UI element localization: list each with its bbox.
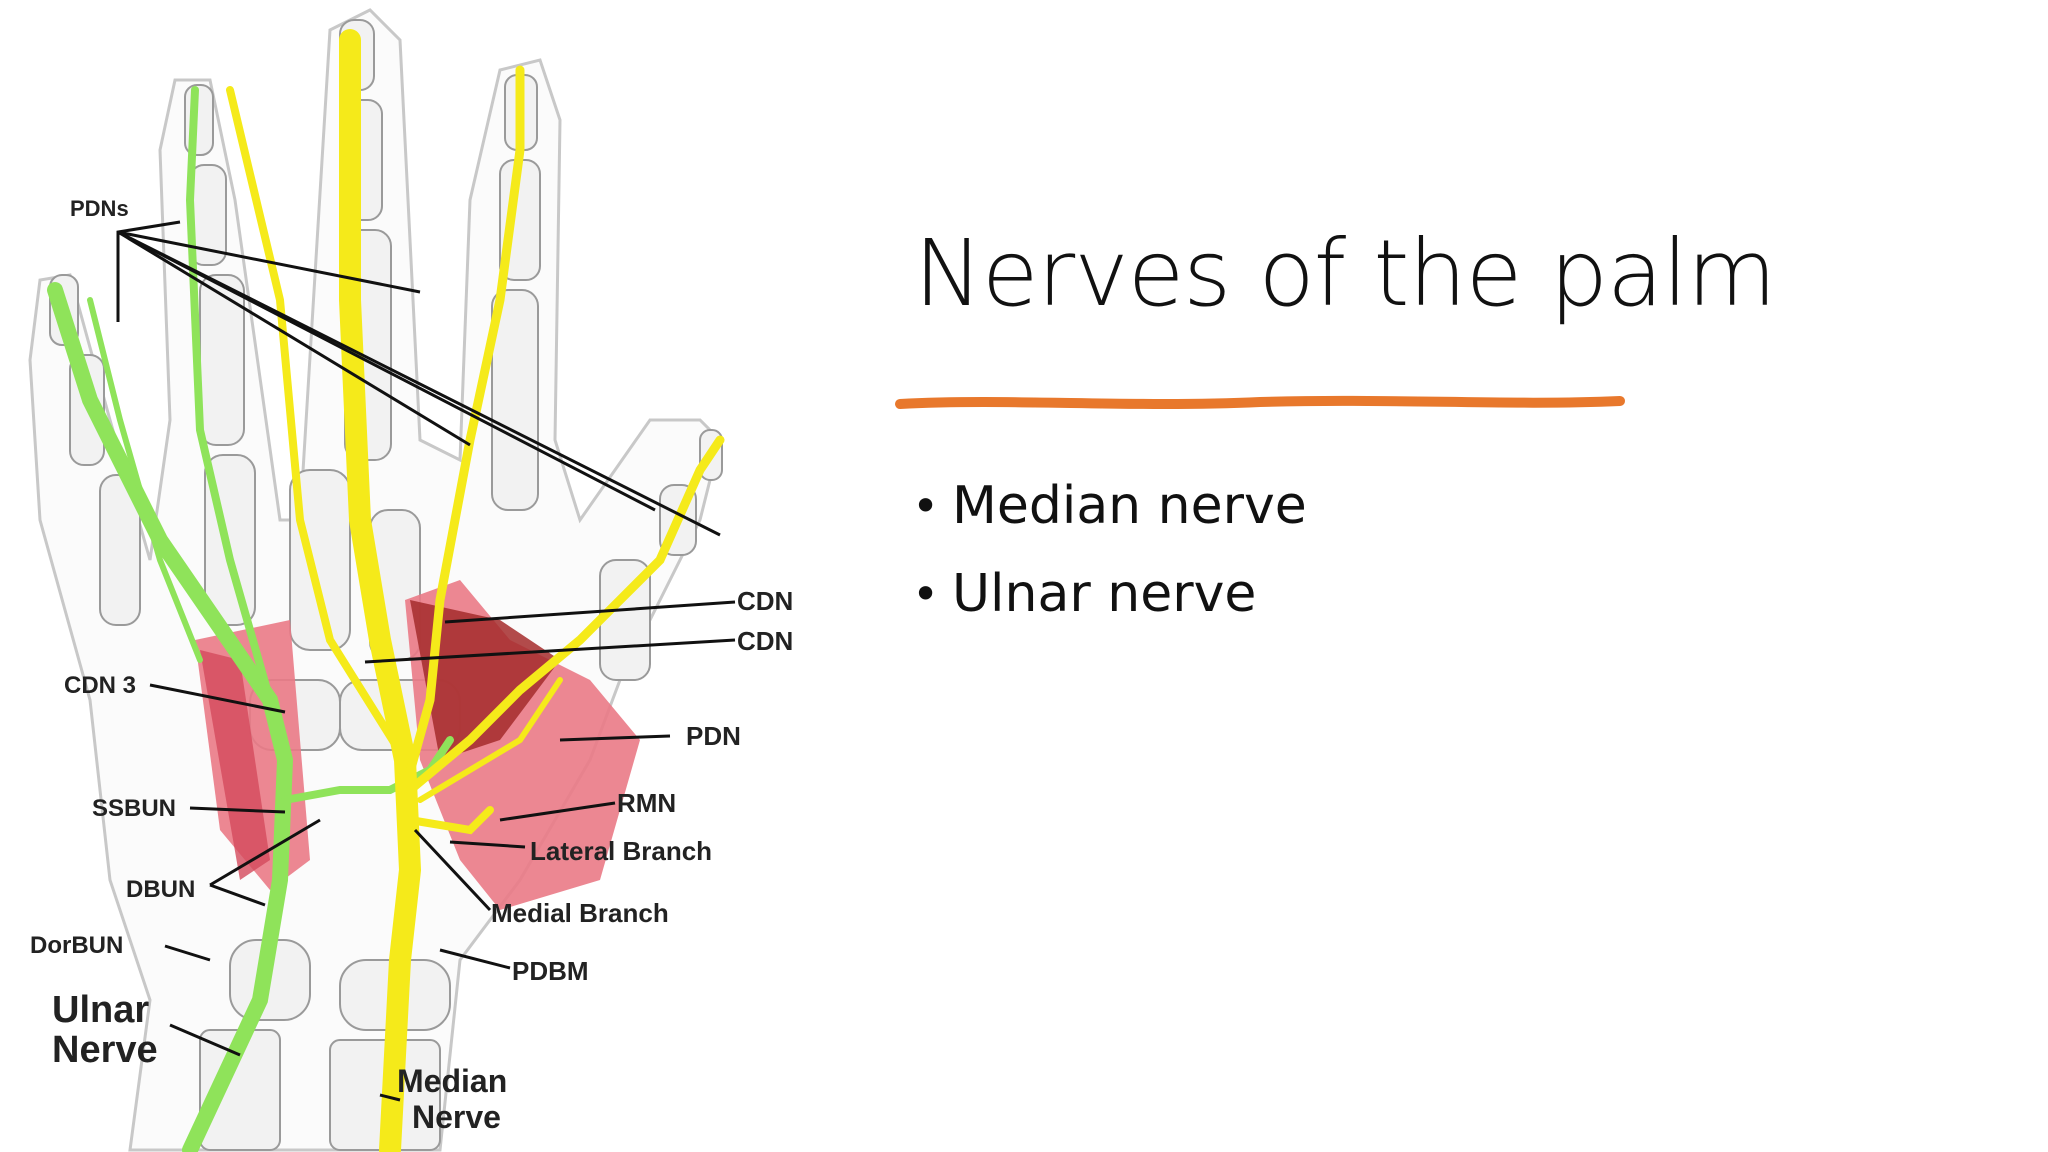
label-pdns: PDNs bbox=[70, 196, 129, 221]
bullet-ulnar-nerve: Ulnar nerve bbox=[912, 550, 1307, 638]
median-nerve bbox=[226, 29, 725, 1152]
label-pdn: PDN bbox=[686, 721, 741, 751]
label-lateral-branch: Lateral Branch bbox=[530, 836, 712, 866]
underline-stroke bbox=[895, 395, 1625, 409]
label-median-line1: Median bbox=[397, 1063, 507, 1099]
title-underline bbox=[895, 395, 1625, 409]
label-median-line2: Nerve bbox=[412, 1099, 501, 1135]
label-ssbun: SSBUN bbox=[92, 795, 176, 822]
label-dbun: DBUN bbox=[126, 876, 195, 903]
label-cdn-top: CDN bbox=[737, 586, 793, 616]
leader-lines bbox=[116, 220, 736, 1102]
label-cdn3: CDN 3 bbox=[64, 672, 136, 699]
label-ulnar-line1: Ulnar bbox=[52, 989, 149, 1031]
label-dorbun: DorBUN bbox=[30, 932, 123, 959]
label-rmn: RMN bbox=[617, 788, 676, 818]
label-cdn-mid: CDN bbox=[737, 626, 793, 656]
hand-nerve-diagram: PDNs CDN CDN CDN 3 PDN SSBUN RMN Lateral… bbox=[28, 8, 793, 1152]
slide-title: Nerves of the palm bbox=[914, 220, 1777, 327]
bullet-median-nerve: Median nerve bbox=[912, 462, 1307, 550]
label-medial-branch: Medial Branch bbox=[491, 898, 669, 928]
ulnar-nerve bbox=[47, 86, 454, 1152]
label-pdbm: PDBM bbox=[512, 956, 589, 986]
bullet-list: Median nerve Ulnar nerve bbox=[912, 462, 1307, 638]
label-ulnar-line2: Nerve bbox=[52, 1029, 158, 1071]
